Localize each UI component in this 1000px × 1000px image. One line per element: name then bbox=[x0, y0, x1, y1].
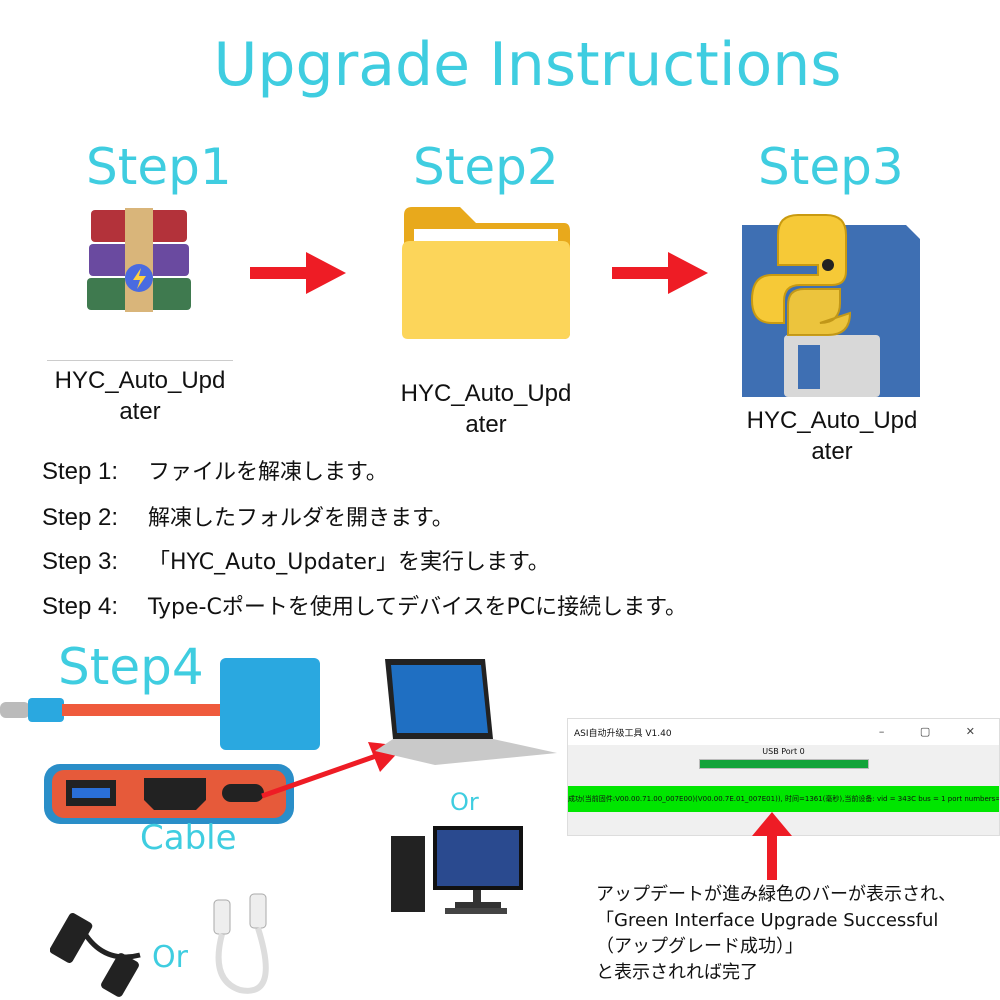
laptop-image bbox=[375, 659, 557, 765]
usb-a-to-c-cable-image bbox=[50, 913, 141, 997]
note-line: アップデートが進み緑色のバーが表示され、 bbox=[596, 884, 957, 905]
file-label-line: ater bbox=[811, 438, 853, 465]
note-line: と表示されれば完了 bbox=[596, 962, 758, 983]
window-title: ASI自动升级工具 V1.40 bbox=[574, 728, 672, 739]
instruction-key: Step 3: bbox=[42, 548, 119, 575]
arrow-up-icon bbox=[752, 812, 792, 880]
instruction-key: Step 1: bbox=[42, 458, 119, 485]
divider bbox=[47, 360, 233, 361]
window-titlebar: ASI自动升级工具 V1.40 – ▢ ✕ bbox=[568, 719, 999, 745]
step1-header: Step1 bbox=[86, 138, 232, 196]
file-label-line: HYC_Auto_Upd bbox=[54, 367, 226, 394]
file-label-line: ater bbox=[119, 398, 161, 425]
note-line: 「Green Interface Upgrade Successful bbox=[596, 910, 939, 931]
folder-icon bbox=[402, 207, 570, 339]
updater-window: ASI自动升级工具 V1.40 – ▢ ✕ USB Port 0 成功(当前固件… bbox=[567, 718, 1000, 836]
step2-header: Step2 bbox=[413, 138, 559, 196]
archive-icon bbox=[87, 208, 191, 312]
file-label-line: HYC_Auto_Upd bbox=[746, 407, 918, 434]
file-label-line: HYC_Auto_Upd bbox=[400, 380, 572, 407]
file-label-line: ater bbox=[465, 411, 507, 438]
instruction-text: 「HYC_Auto_Updater」を実行します。 bbox=[148, 550, 550, 575]
instruction-4: Step 4: Type-Cポートを使用してデバイスをPCに接続します。 bbox=[42, 589, 687, 621]
arrow-right-icon bbox=[250, 252, 346, 294]
instruction-text: 解凍したフォルダを開きます。 bbox=[148, 506, 454, 531]
step4-header: Step4 bbox=[58, 638, 204, 696]
python-disk-icon bbox=[742, 214, 920, 397]
cable-label: Cable bbox=[140, 818, 237, 858]
or-label: Or bbox=[450, 788, 479, 816]
progress-fill bbox=[699, 760, 868, 768]
progress-bar bbox=[698, 759, 869, 769]
status-bar: 成功(当前固件:V00.00.71.00_007E00)(V00.00.7E.0… bbox=[568, 786, 999, 812]
step3-header: Step3 bbox=[758, 138, 904, 196]
arrow-right-icon bbox=[612, 252, 708, 294]
desktop-pc-image bbox=[391, 826, 523, 914]
usb-c-adapter-image bbox=[0, 658, 320, 824]
instruction-text: ファイルを解凍します。 bbox=[148, 460, 388, 485]
instruction-text: Type-Cポートを使用してデバイスをPCに接続します。 bbox=[148, 595, 687, 620]
note-line: （アップグレード成功）」 bbox=[596, 936, 803, 957]
instruction-key: Step 2: bbox=[42, 504, 119, 531]
or-label: Or bbox=[152, 940, 188, 975]
window-controls[interactable]: – ▢ ✕ bbox=[878, 725, 991, 738]
instruction-1: Step 1: ファイルを解凍します。 bbox=[42, 454, 388, 486]
instruction-2: Step 2: 解凍したフォルダを開きます。 bbox=[42, 500, 454, 532]
usb-c-to-c-cable-image bbox=[213, 893, 269, 994]
instruction-3: Step 3: 「HYC_Auto_Updater」を実行します。 bbox=[42, 544, 550, 576]
instruction-key: Step 4: bbox=[42, 593, 119, 620]
page-title: Upgrade Instructions bbox=[213, 30, 842, 100]
completion-note: アップデートが進み緑色のバーが表示され、 「Green Interface Up… bbox=[596, 882, 956, 986]
port-label: USB Port 0 bbox=[762, 747, 805, 756]
